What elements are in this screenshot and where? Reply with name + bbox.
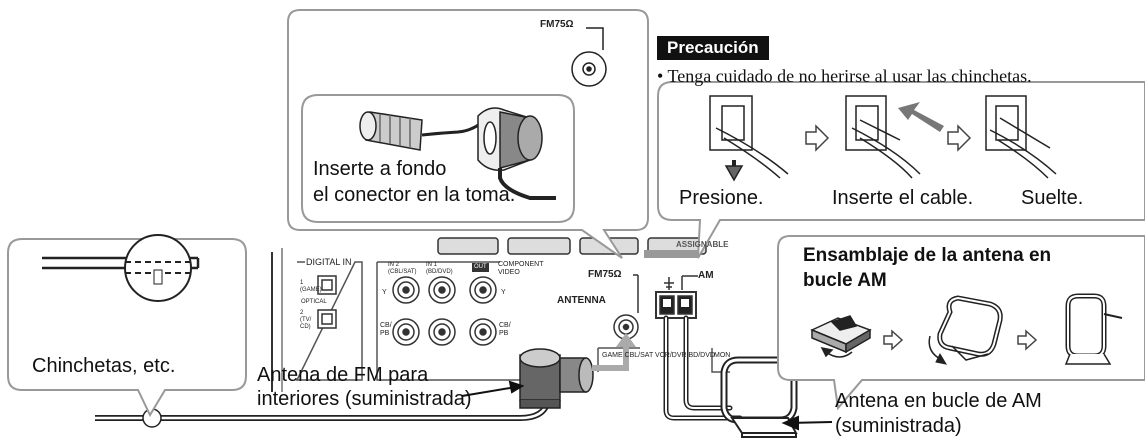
inset-plug [477, 107, 556, 200]
caution-badge: Precaución [657, 36, 769, 60]
step-insert-label: Inserte el cable. [832, 187, 974, 209]
fm-inset-port-label: FM75Ω [540, 19, 574, 30]
panel-y-left: Y [382, 289, 387, 296]
am-stand-illustration [810, 315, 872, 358]
panel-in2: IN 2 (CBL/SAT) [388, 262, 417, 275]
fm75-jack [613, 274, 639, 340]
am-terminal [655, 275, 698, 319]
am-assembly-title-line2: bucle AM [803, 270, 887, 291]
am-antenna-label-line1: Antena en bucle de AM [835, 390, 1042, 412]
panel-in1: IN 1 (BD/DVD) [426, 262, 453, 275]
am-antenna-label-line2: (suministrada) [835, 415, 962, 437]
step-press-illustration [709, 95, 789, 182]
am-loop-antenna [720, 356, 798, 438]
steps-strip [657, 81, 1145, 259]
am-assembly-title-line1: Ensamblaje de la antena en [803, 245, 1052, 266]
fm-inset [287, 9, 649, 259]
panel-mon: MON [714, 352, 731, 359]
panel-antenna: ANTENNA [557, 295, 606, 306]
am-loop-upright-illustration [1064, 293, 1123, 365]
panel-y-right: Y [501, 289, 506, 296]
thumbtack-label: Chinchetas, etc. [32, 355, 176, 377]
am-assembly-inset [777, 235, 1145, 411]
thumbtack-inset [7, 234, 247, 418]
caution-text: • Tenga cuidado de no herirse al usar la… [657, 66, 1032, 86]
step-insert-illustration [845, 95, 944, 179]
panel-assignable: ASSIGNABLE [676, 240, 729, 249]
am-wires [663, 315, 743, 421]
panel-cbpb-right: CB/ PB [499, 322, 511, 337]
panel-cbpb-left: CB/ PB [380, 322, 392, 337]
am-loop-attach-illustration [928, 295, 1003, 365]
panel-component-video: COMPONENT VIDEO [498, 261, 544, 276]
fm-inset-instruction-line2: el conector en la toma. [313, 184, 516, 206]
step-arrow-2 [947, 124, 972, 152]
panel-fm75: FM75Ω [588, 269, 622, 280]
panel-digital-in: DIGITAL IN [306, 257, 352, 267]
step-release-illustration [985, 95, 1057, 179]
am-step-arrow-1 [883, 329, 904, 351]
panel-out: OUT [472, 263, 489, 272]
panel-game1: 1 (GAME) [300, 280, 322, 293]
fm-antenna-label-line1: Antena de FM para [257, 364, 429, 386]
receiver-back-panel [271, 237, 730, 392]
panel-hdmi-row: GAME CBL/SAT VCR/DVR BD/DVD [602, 352, 715, 359]
fm-connector-plug [519, 348, 594, 409]
insert-arrow [592, 345, 629, 371]
panel-tvcd: 2 (TV/ CD) [300, 310, 312, 330]
fm-antenna-label-line2: interiores (suministrada) [257, 388, 472, 410]
fm-inset-instruction-line1: Inserte a fondo [313, 158, 447, 180]
am-step-arrow-2 [1017, 329, 1038, 351]
panel-am: AM [698, 270, 714, 281]
step-release-label: Suelte. [1021, 187, 1084, 209]
panel-optical: OPTICAL [301, 299, 327, 305]
step-press-label: Presione. [679, 187, 764, 209]
component-video-jacks [392, 276, 497, 346]
ferrite-core [359, 111, 481, 151]
step-arrow-1 [805, 124, 830, 152]
